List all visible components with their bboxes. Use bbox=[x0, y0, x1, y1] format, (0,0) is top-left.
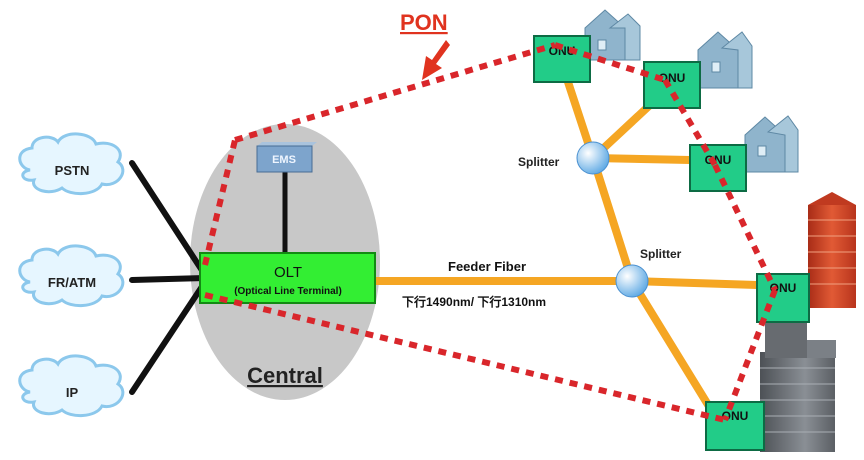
olt-box: OLT (Optical Line Terminal) bbox=[199, 252, 376, 304]
house-icon bbox=[697, 31, 753, 89]
ems-label: EMS bbox=[272, 154, 296, 166]
pon-link-onu2-onu3 bbox=[662, 78, 718, 167]
wavelength-label: 下行1490nm/ 下行1310nm bbox=[402, 294, 546, 309]
pstn-cloud: PSTN bbox=[18, 132, 125, 195]
splitter-1-label: Splitter bbox=[518, 155, 560, 169]
pon-link-olt-onu1 bbox=[202, 139, 238, 266]
ems-box: EMS bbox=[256, 142, 317, 173]
office-tower-icon bbox=[760, 318, 836, 452]
feeder-fiber-label: Feeder Fiber bbox=[448, 259, 526, 274]
pon-title: PON bbox=[400, 10, 448, 35]
fiber-splitter2-onu4 bbox=[628, 277, 761, 289]
pon-arrow-icon bbox=[422, 40, 450, 80]
house-icon bbox=[584, 9, 641, 61]
house-icon bbox=[744, 115, 799, 173]
pon-link-onu1-onu2 bbox=[554, 42, 666, 83]
onu-box: ONU bbox=[756, 273, 810, 323]
onu-box: ONU bbox=[643, 61, 701, 109]
olt-sublabel: (Optical Line Terminal) bbox=[234, 286, 342, 297]
splitter-2 bbox=[615, 264, 649, 298]
pstn-label: PSTN bbox=[55, 163, 90, 178]
pon-link-central-onu1 bbox=[234, 42, 556, 143]
office-building-icon bbox=[808, 192, 856, 308]
pon-dotted-links bbox=[202, 42, 778, 423]
olt-label: OLT bbox=[274, 264, 302, 281]
fr-atm-cloud: FR/ATM bbox=[18, 244, 125, 307]
onu-box: ONU bbox=[533, 35, 591, 83]
fiber-splitter2-onu5 bbox=[628, 277, 714, 412]
ip-cloud: IP bbox=[18, 354, 125, 417]
central-label: Central bbox=[247, 363, 323, 388]
splitter-2-label: Splitter bbox=[640, 247, 682, 261]
fiber-splitter2-splitter1 bbox=[589, 154, 636, 285]
fiber-lines bbox=[371, 78, 761, 412]
fr-atm-olt-link bbox=[129, 275, 208, 283]
ip-olt-link bbox=[129, 279, 208, 395]
fr-atm-label: FR/ATM bbox=[48, 275, 96, 290]
ip-label: IP bbox=[66, 385, 79, 400]
network-links bbox=[129, 160, 208, 395]
splitter-1 bbox=[576, 141, 610, 175]
pstn-olt-link bbox=[129, 160, 208, 278]
onu-box: ONU bbox=[705, 401, 765, 451]
